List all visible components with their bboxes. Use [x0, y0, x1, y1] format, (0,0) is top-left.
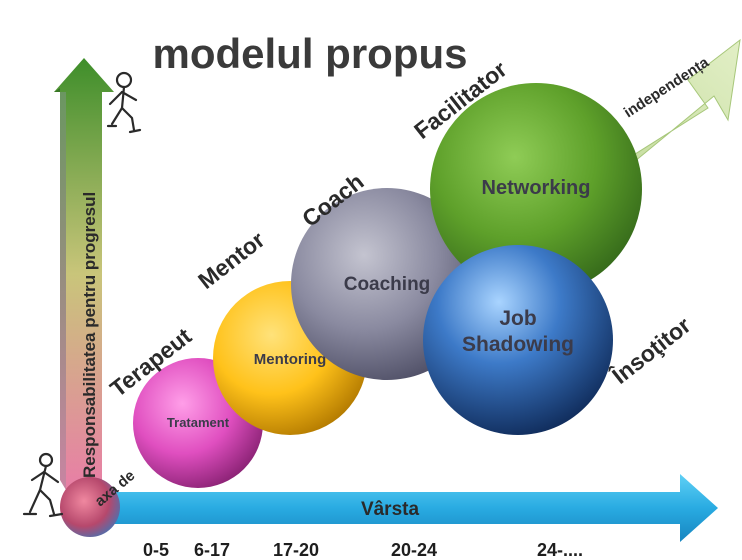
age-group-label: 20-24 [391, 540, 437, 560]
age-group-label: 17-20 [273, 540, 319, 560]
diagram-title: modelul propus [153, 30, 468, 77]
running-figure-icon [106, 71, 142, 134]
sphere-networking: Networking [430, 83, 642, 295]
sphere-tratament-label: Tratament [167, 415, 230, 430]
age-arrow: Vârsta [92, 474, 718, 542]
sphere-job-shadowing-ball [423, 245, 613, 435]
age-groups: 0-5 6-17 17-20 20-24 24-.... [143, 540, 583, 560]
sphere-coaching-label: Coaching [344, 274, 431, 295]
responsibility-label: Responsabilitatea pentru progresul [80, 192, 99, 478]
responsibility-arrow: Responsabilitatea pentru progresul [54, 58, 114, 490]
sphere-job-shadowing-line: Job [499, 307, 536, 330]
sphere-job-shadowing-line: Shadowing [462, 333, 574, 356]
origin-sphere [60, 477, 120, 537]
age-group-label: 0-5 [143, 540, 169, 560]
sphere-networking-ball [430, 83, 642, 295]
sphere-mentoring-label: Mentoring [254, 351, 327, 368]
walking-figure-icon [22, 452, 64, 518]
sphere-networking-label: Networking [482, 177, 591, 199]
age-axis-label: Vârsta [361, 499, 420, 520]
role-label: Însoţitor [606, 311, 696, 390]
age-group-label: 6-17 [194, 540, 230, 560]
role-label: Mentor [193, 226, 269, 294]
age-group-label: 24-.... [537, 540, 583, 560]
